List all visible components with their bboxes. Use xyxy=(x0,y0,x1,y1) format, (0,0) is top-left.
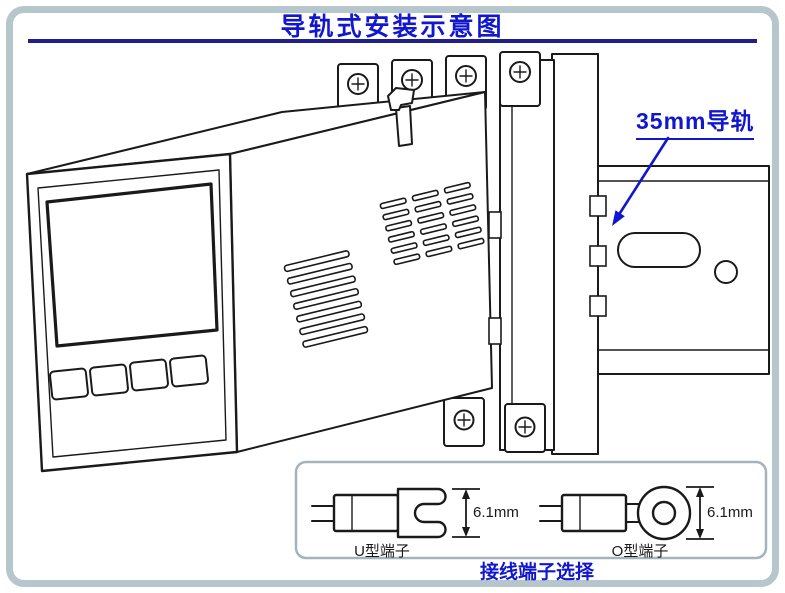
outer-frame xyxy=(6,6,779,587)
title-divider xyxy=(28,39,757,43)
screw-icon xyxy=(455,65,477,87)
panel-button xyxy=(49,367,89,401)
screw-icon xyxy=(347,73,369,95)
o-dimension-arrow xyxy=(686,486,714,540)
o-terminal-dimension: 6.1mm xyxy=(707,504,753,521)
terminal-window xyxy=(488,317,502,345)
bottom-mount-tabs xyxy=(443,397,546,453)
u-terminal-label: U型端子 xyxy=(354,543,410,560)
display-window xyxy=(45,182,219,348)
front-bezel-inner xyxy=(37,169,227,458)
vent-grid-small xyxy=(379,181,485,266)
terminal-inset xyxy=(294,460,768,560)
device-front-panel xyxy=(25,152,239,473)
o-terminal-label: O型端子 xyxy=(611,543,669,560)
screw-icon xyxy=(453,409,475,431)
page-title: 导轨式安装示意图 xyxy=(280,13,505,41)
rail-slot xyxy=(617,232,701,268)
screw-icon xyxy=(401,69,423,91)
body-side-face xyxy=(229,91,493,453)
panel-button xyxy=(89,363,129,397)
rail-body xyxy=(597,165,770,375)
terminal-caption: 接线端子选择 xyxy=(479,562,594,583)
rail-label: 35mm导轨 xyxy=(636,102,755,140)
din-rail xyxy=(597,165,770,375)
screw-icon xyxy=(514,416,536,438)
rail-release-latch xyxy=(387,87,415,147)
vent-grid-large xyxy=(283,250,369,348)
mounting-bracket xyxy=(337,51,607,455)
u-terminal-drawing xyxy=(311,487,447,539)
u-dimension-arrow xyxy=(452,488,480,538)
panel-button xyxy=(129,358,169,392)
o-terminal-drawing xyxy=(539,485,692,541)
device-body xyxy=(26,87,502,453)
panel-button xyxy=(169,354,209,388)
u-terminal-dimension: 6.1mm xyxy=(473,504,519,521)
terminal-window xyxy=(488,211,502,239)
back-plate xyxy=(499,59,555,451)
rail-pointer-arrow xyxy=(612,136,670,226)
screw-icon xyxy=(509,61,531,83)
rail-hole xyxy=(714,260,738,284)
panel-buttons xyxy=(49,354,209,401)
